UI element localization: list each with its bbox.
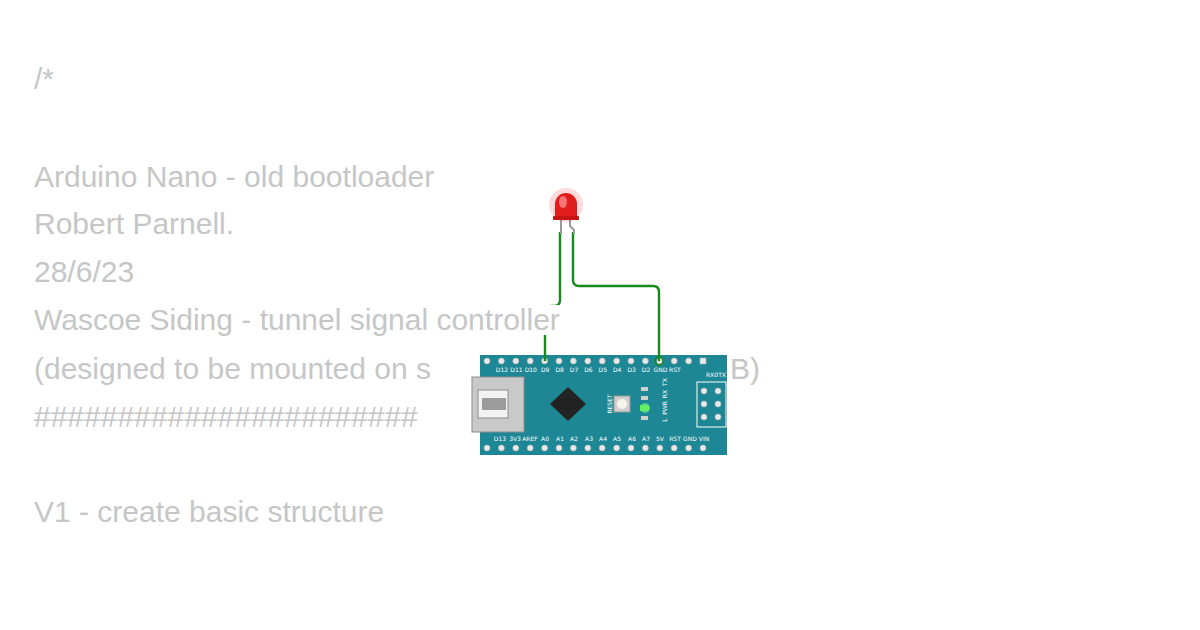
pin-label: L [662, 418, 668, 421]
pin-label: D6 [584, 367, 592, 373]
pin-hole [570, 445, 576, 451]
pin-hole [642, 358, 648, 364]
pin-label: D13 [494, 436, 506, 442]
pin-label: D2 [642, 367, 650, 373]
rx-led [641, 396, 648, 400]
comment-line: 28/6/23 [33, 257, 135, 287]
pin-label: TX1 [718, 372, 730, 378]
pin-label: A4 [599, 436, 607, 442]
icsp-outline [697, 382, 726, 427]
tx-led [641, 387, 648, 391]
pin-label: 3V3 [509, 436, 521, 442]
comment-line: Arduino Nano - old bootloader [33, 162, 435, 192]
pin-hole [614, 358, 620, 364]
pin-hole [686, 358, 692, 364]
pin-label: VIN [699, 436, 709, 442]
reset-cap [617, 399, 627, 409]
pin-label: RST [669, 367, 681, 373]
pin-label: D4 [613, 367, 621, 373]
pin-label: D7 [570, 367, 578, 373]
l-led [641, 416, 648, 420]
pin-label: D8 [555, 367, 563, 373]
icsp-pins [701, 388, 721, 420]
pin-label: D9 [541, 367, 549, 373]
pin-hole [599, 445, 605, 451]
reset-button [614, 396, 630, 412]
pin-hole [556, 358, 562, 364]
pin-label: PWR [662, 401, 668, 415]
pin-hole [498, 445, 504, 451]
pin-label: D3 [627, 367, 635, 373]
pin-label: TX [662, 378, 668, 386]
pin-label: A2 [570, 436, 578, 442]
red-led [549, 188, 583, 234]
comment-line: ####################### [33, 402, 419, 432]
pin-label: GND [683, 436, 697, 442]
pin-hole [527, 358, 533, 364]
pin-hole [513, 445, 519, 451]
pin-hole [484, 358, 490, 364]
comment-line: /* [33, 64, 55, 94]
pin-label: RESET [607, 394, 613, 413]
pin-hole [570, 358, 576, 364]
pin-label: A5 [613, 436, 621, 442]
wire-d9 [545, 232, 560, 361]
pin-hole [527, 445, 533, 451]
comment-line: Wascoe Siding - tunnel signal controller [33, 305, 561, 335]
usb-tongue [482, 398, 506, 410]
pin-label: A3 [585, 436, 593, 442]
pin-hole [556, 445, 562, 451]
wire-gnd [573, 232, 659, 361]
pin-hole [599, 358, 605, 364]
pin-label: D12 [496, 367, 508, 373]
pin-hole [686, 445, 692, 451]
pin-label: RST [669, 436, 681, 442]
pin-hole [671, 358, 677, 364]
pin-hole [498, 358, 504, 364]
pin-label: GND [654, 367, 668, 373]
mcu-chip [550, 387, 586, 421]
pin-label: A6 [628, 436, 636, 442]
pin-label: AREF [522, 436, 538, 442]
pin-label: D11 [510, 367, 522, 373]
pin-label: RX [662, 390, 668, 398]
pin-hole [484, 445, 490, 451]
pin-hole [585, 445, 591, 451]
pin-hole [700, 445, 706, 451]
pin-label: D10 [525, 367, 537, 373]
pin-hole [657, 445, 663, 451]
pin-label: A7 [642, 436, 650, 442]
usb-connector [472, 377, 524, 432]
pin-label: 5V [656, 436, 664, 442]
comment-line: B) [729, 354, 761, 384]
pin-hole [513, 358, 519, 364]
pin-hole [628, 358, 634, 364]
pin-hole [671, 445, 677, 451]
pin-label: D5 [599, 367, 607, 373]
comment-line: (designed to be mounted on s [33, 354, 432, 384]
pin-hole [628, 445, 634, 451]
pin-label: A0 [541, 436, 549, 442]
comment-line: Robert Parnell. [33, 209, 235, 239]
pin-label: RX0 [706, 372, 718, 378]
pin-hole [542, 445, 548, 451]
pwr-led-glow [640, 403, 650, 413]
pin-hole [642, 445, 648, 451]
pin-hole [700, 358, 706, 364]
comment-line: V1 - create basic structure [33, 497, 385, 527]
usb-port [478, 390, 508, 418]
pin-hole [614, 445, 620, 451]
gnd-pin-highlight [655, 357, 663, 365]
pin-hole [585, 358, 591, 364]
pin-label: A1 [556, 436, 564, 442]
